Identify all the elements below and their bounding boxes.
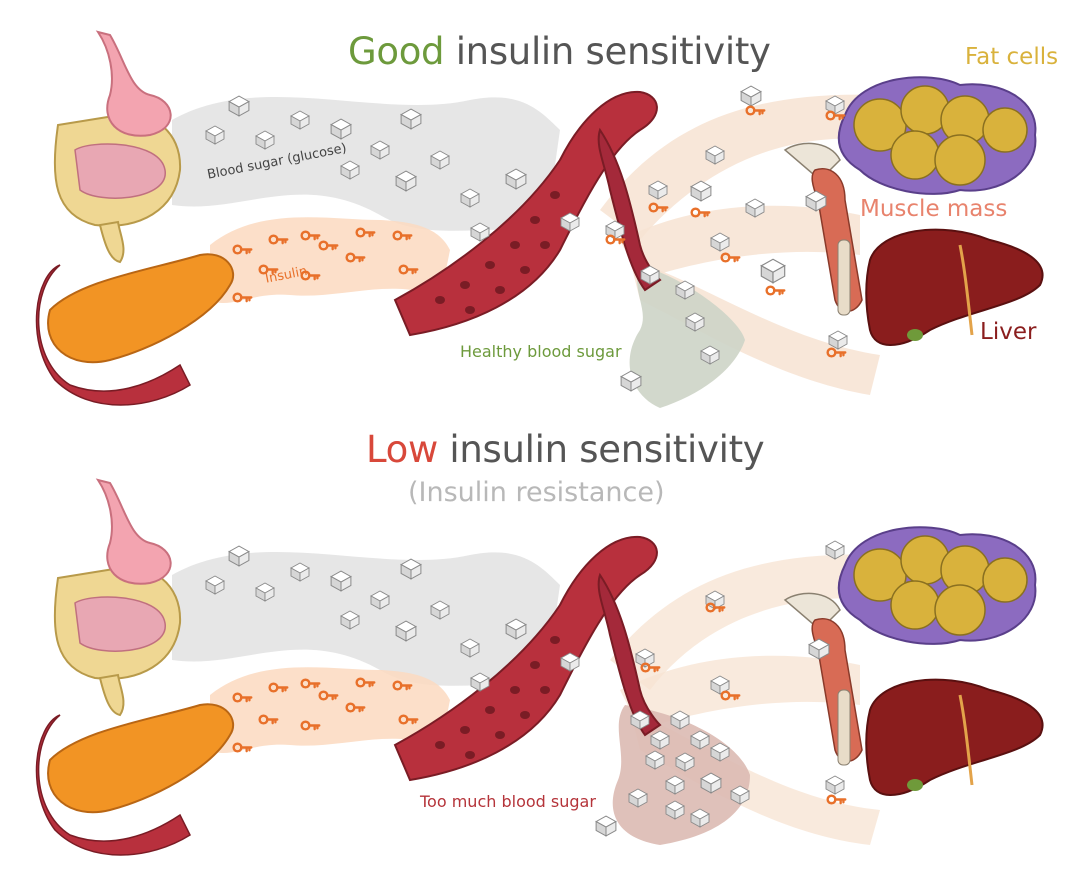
liver — [865, 228, 1044, 346]
blood-vessel — [393, 535, 662, 782]
bottom-panel — [35, 478, 1044, 856]
digestive-system — [53, 478, 182, 717]
bottom-title-prefix: Low — [366, 428, 438, 471]
top-title-suffix: insulin sensitivity — [444, 30, 771, 73]
bottom-subtitle: (Insulin resistance) — [408, 477, 665, 508]
healthy-blood-sugar-pool — [629, 265, 745, 408]
too-much-blood-sugar-pool — [612, 705, 750, 845]
top-title-prefix: Good — [348, 30, 445, 73]
fat-cells-label: Fat cells — [965, 44, 1059, 70]
liver-label: Liver — [980, 319, 1037, 345]
fat-cells — [837, 526, 1037, 645]
pancreas — [35, 703, 235, 856]
glucose-fan-fat — [600, 94, 880, 241]
fat-cells — [837, 76, 1037, 195]
healthy-blood-sugar-label: Healthy blood sugar — [460, 342, 622, 361]
pancreas — [35, 253, 235, 406]
digestive-system — [53, 30, 182, 264]
muscle-mass-label: Muscle mass — [860, 196, 1008, 222]
glucose-fan-fat — [610, 554, 880, 690]
liver — [865, 678, 1044, 796]
glucose-fan-muscle — [620, 205, 860, 280]
top-title: Good insulin sensitivity — [348, 30, 771, 73]
blood-vessel — [393, 90, 662, 337]
bottom-title: Low insulin sensitivity — [366, 428, 765, 471]
bottom-title-suffix: insulin sensitivity — [437, 428, 765, 471]
too-much-blood-sugar-label: Too much blood sugar — [420, 792, 596, 811]
top-panel — [35, 30, 1044, 408]
